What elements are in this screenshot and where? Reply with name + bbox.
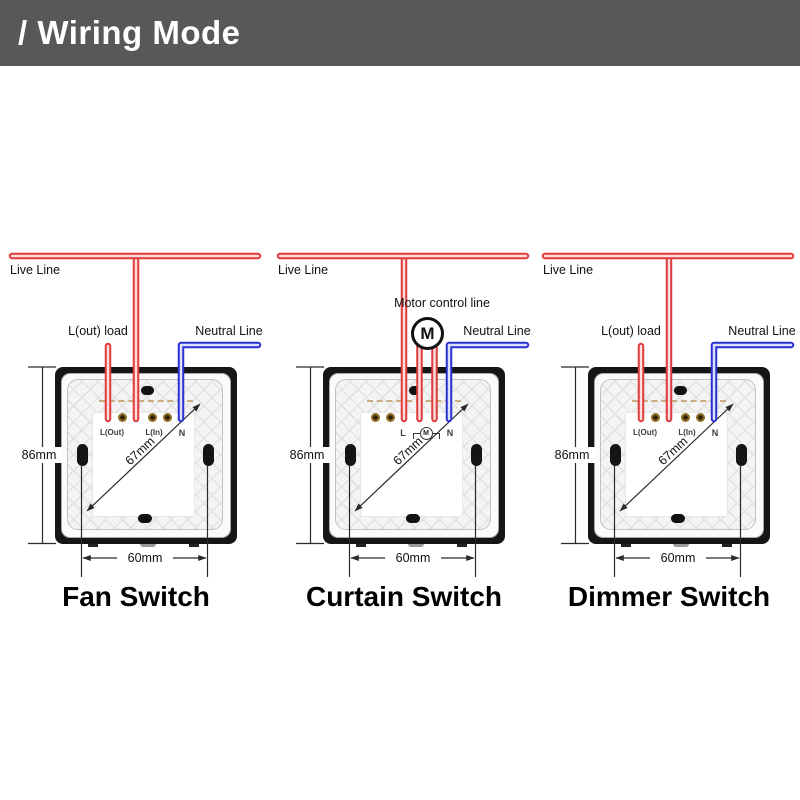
terminal-block-dashes: [632, 400, 726, 402]
diagram-curtain-switch: L M N 86mm 60mm 67mm: [268, 230, 533, 625]
bottom-slot: [138, 514, 152, 523]
motor-control-line-label: Motor control line: [394, 296, 490, 310]
motor-wires: [416, 334, 438, 423]
mounting-hole-right: [202, 444, 214, 466]
mounting-hole-left: [609, 444, 621, 466]
motor-circle-icon: M: [411, 317, 444, 350]
height-dim-label: 86mm: [284, 447, 330, 463]
bottom-slot: [406, 514, 420, 523]
header-bar: / Wiring Mode: [0, 0, 800, 66]
terminal-block-dashes: [367, 400, 461, 402]
switch-name-label: Fan Switch: [62, 581, 210, 612]
diagram-fan-switch: L(Out) L(In) N 86mm 60mm 67mm: [0, 230, 265, 625]
live-line-label: Live Line: [278, 263, 329, 277]
switch-name-label: Dimmer Switch: [567, 581, 771, 612]
top-slot: [141, 386, 154, 395]
neutral-wire: [710, 341, 795, 423]
top-slot: [409, 386, 422, 395]
width-dim-label: 60mm: [650, 550, 706, 566]
mounting-hole-left: [76, 444, 88, 466]
neutral-line-label: Neutral Line: [195, 324, 263, 338]
wires: [276, 252, 530, 423]
mounting-hole-right: [470, 444, 482, 466]
width-dim-label: 60mm: [385, 550, 441, 566]
lout-load-label: L(out) load: [68, 324, 128, 338]
mounting-hole-right: [735, 444, 747, 466]
neutral-wire: [177, 341, 262, 423]
height-dim-label: 86mm: [16, 447, 62, 463]
switch-name-label: Curtain Switch: [305, 581, 502, 612]
wires: [8, 252, 262, 423]
wires: [541, 252, 795, 423]
diagram-dimmer-switch: L(Out) L(In) N 86mm 60mm 67mm: [533, 230, 798, 625]
bottom-slot: [671, 514, 685, 523]
neutral-line-label: Neutral Line: [463, 324, 531, 338]
page-title: / Wiring Mode: [18, 14, 241, 51]
top-slot: [674, 386, 687, 395]
neutral-line-label: Neutral Line: [728, 324, 796, 338]
width-dim-label: 60mm: [117, 550, 173, 566]
neutral-wire: [445, 341, 530, 423]
terminal-block-dashes: [99, 400, 193, 402]
live-line-label: Live Line: [543, 263, 594, 277]
lout-load-label: L(out) load: [601, 324, 661, 338]
mounting-hole-left: [344, 444, 356, 466]
height-dim-label: 86mm: [549, 447, 595, 463]
live-line-label: Live Line: [10, 263, 61, 277]
